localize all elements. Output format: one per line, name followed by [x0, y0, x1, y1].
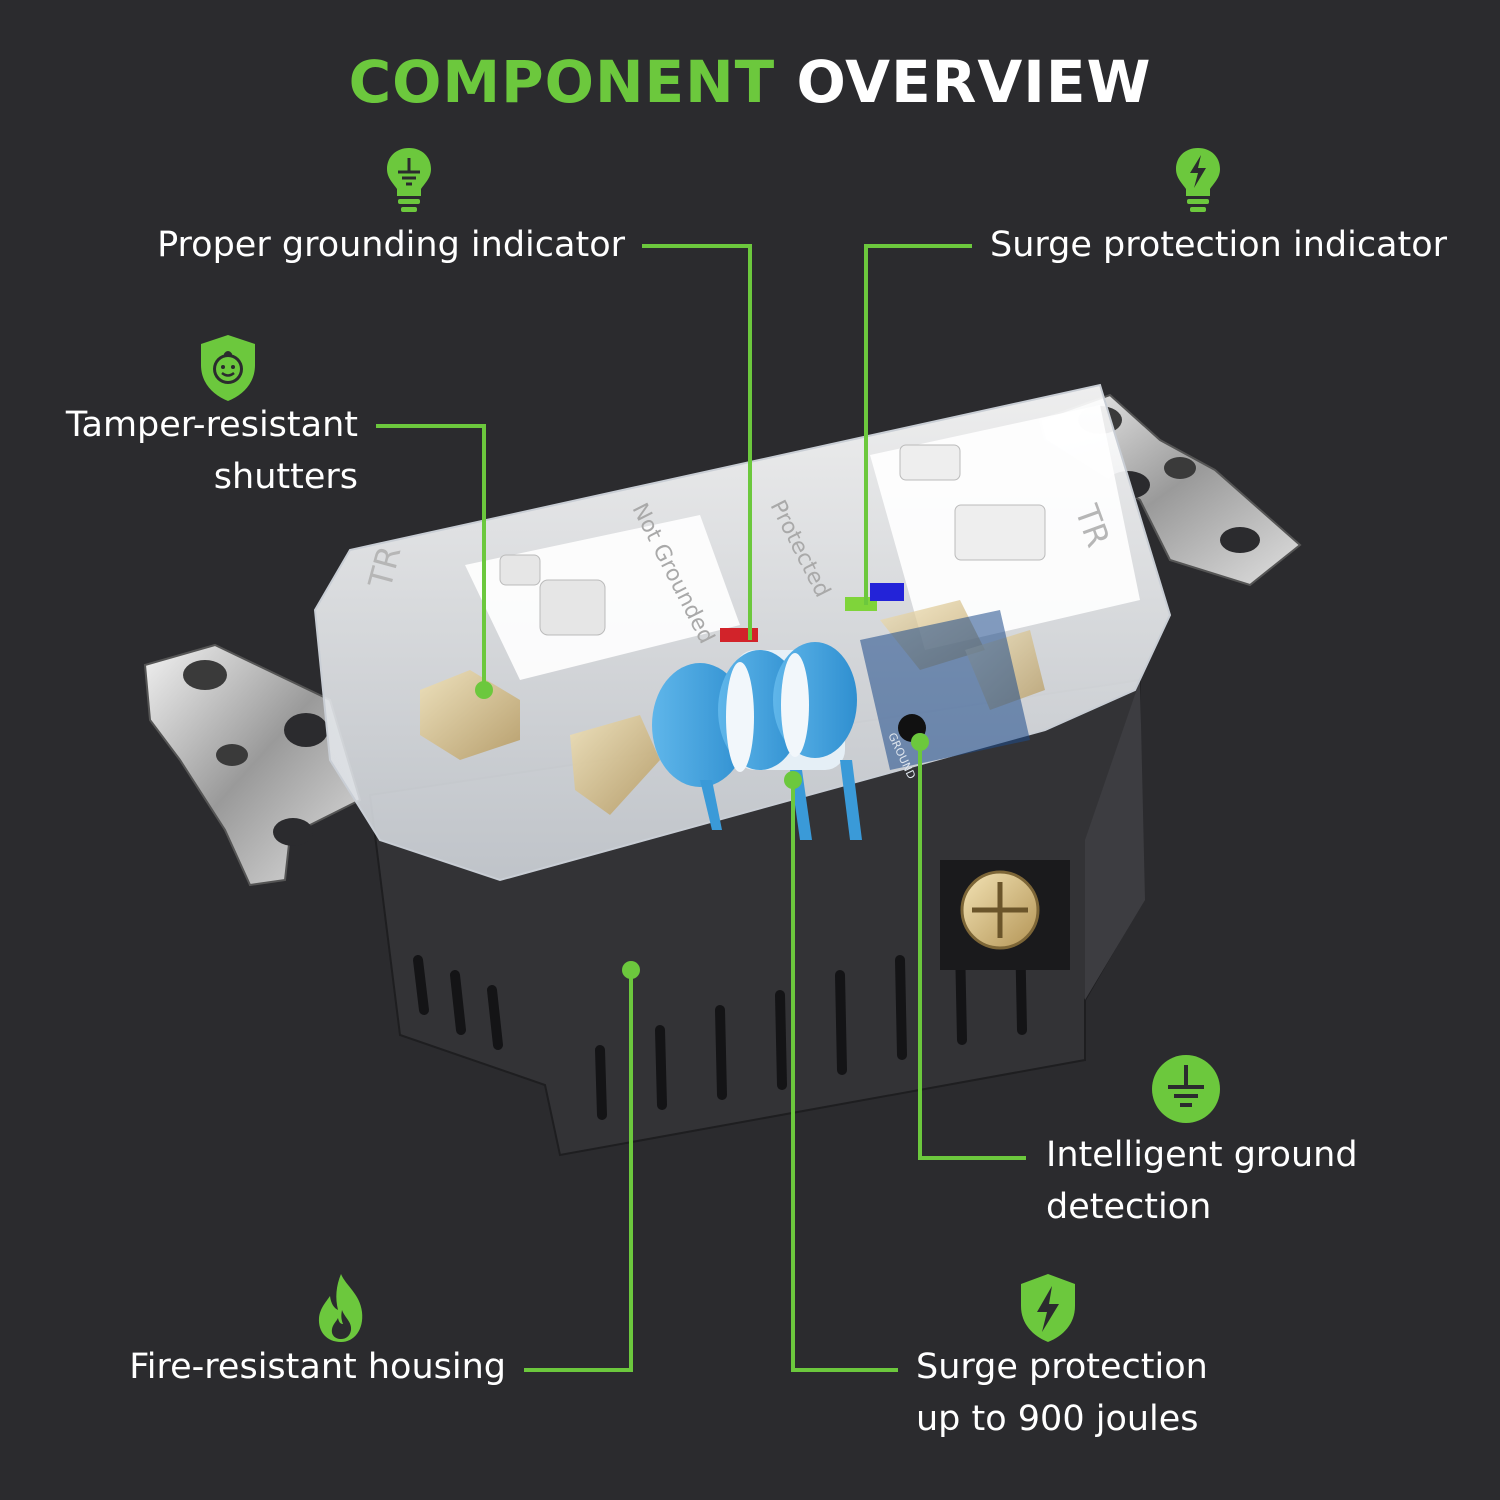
fire-resistant-label: Fire-resistant housing — [129, 1347, 506, 1387]
baby-shield-icon — [201, 335, 255, 401]
surge-indicator-label: Surge protection indicator — [990, 225, 1448, 265]
page-title: COMPONENT OVERVIEW — [0, 48, 1500, 116]
ground-symbol-icon — [1152, 1055, 1220, 1123]
leader-intelligent-ground — [918, 742, 1026, 1160]
tamper-resistant-label: Tamper-resistant shutters — [65, 405, 358, 497]
left-mounting-strap — [143, 643, 362, 887]
title-part-overview: OVERVIEW — [796, 48, 1152, 116]
leader-surge-protection — [791, 780, 898, 1372]
flame-icon — [318, 1274, 363, 1342]
grounding-indicator-label: Proper grounding indicator — [157, 225, 625, 265]
intelligent-ground-label: Intelligent ground detection — [1046, 1135, 1358, 1227]
lightning-bulb-icon — [1176, 148, 1220, 212]
clear-cover — [313, 383, 1172, 882]
surge-protection-label: Surge protection up to 900 joules — [916, 1347, 1208, 1439]
lightning-shield-icon — [1021, 1274, 1075, 1342]
title-part-component: COMPONENT — [348, 48, 776, 116]
leader-tamper-resistant — [376, 424, 486, 690]
leader-surge-indicator — [864, 244, 972, 605]
leader-fire-resistant — [524, 970, 633, 1372]
leader-grounding-indicator — [642, 244, 752, 640]
grounding-bulb-icon — [387, 148, 431, 212]
